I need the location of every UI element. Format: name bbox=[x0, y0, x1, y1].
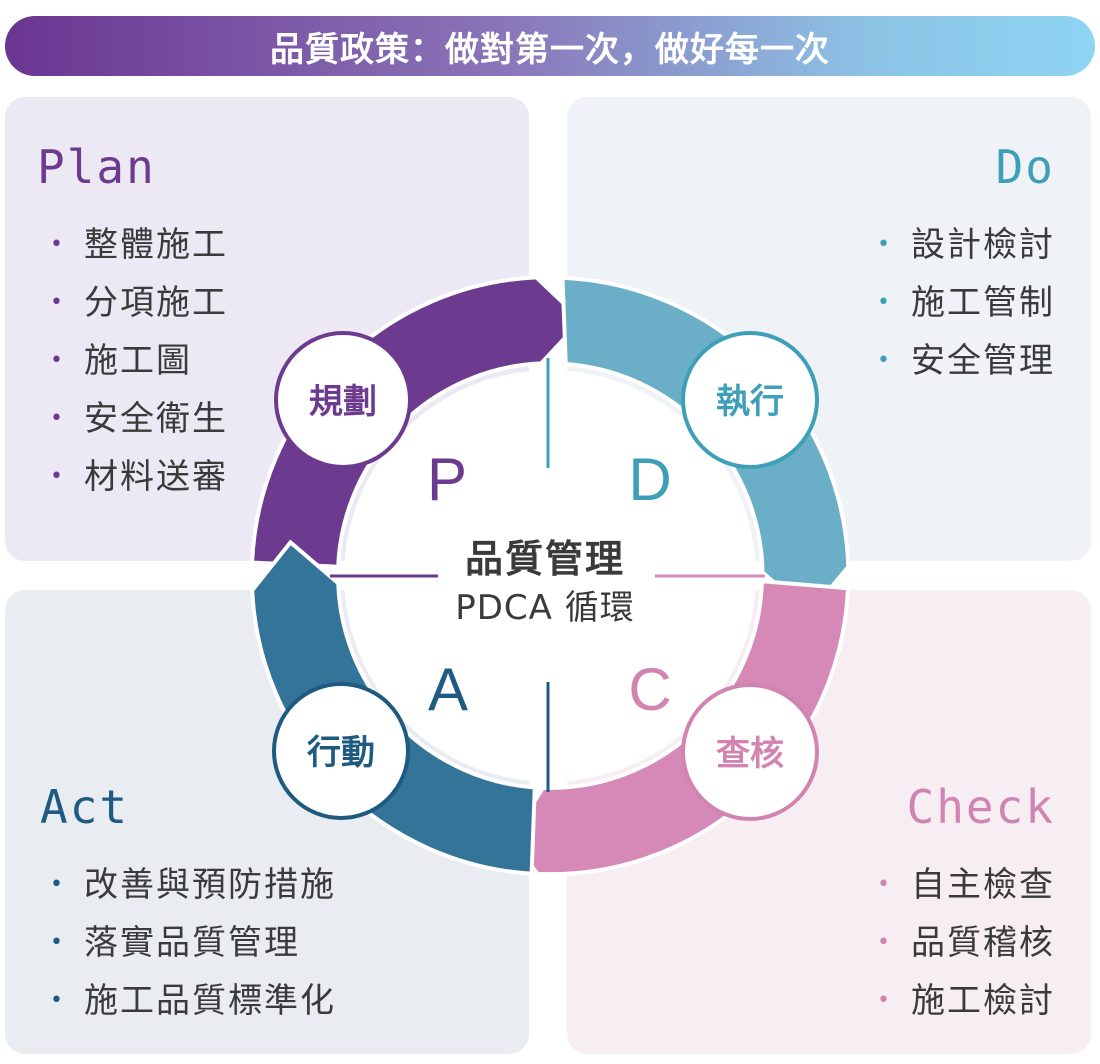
list-item: • 品質稽核 bbox=[877, 914, 1055, 972]
policy-banner: 品質政策：做對第一次，做好每一次 bbox=[5, 16, 1095, 76]
check-stage-circle bbox=[681, 683, 819, 821]
plan-list: • 整體施工 • 分項施工 • 施工圖 • 安全衛生 • 材料送審 bbox=[50, 216, 228, 506]
list-item-label: 自主檢查 bbox=[911, 865, 1055, 905]
list-item: • 施工管制 bbox=[877, 274, 1055, 332]
list-item-label: 品質稽核 bbox=[911, 923, 1055, 963]
list-item: • 落實品質管理 bbox=[50, 914, 336, 972]
list-item: • 改善與預防措施 bbox=[50, 856, 336, 914]
bullet-icon: • bbox=[877, 348, 892, 373]
letter-c: C bbox=[628, 656, 671, 723]
bullet-icon: • bbox=[50, 930, 65, 955]
list-item-label: 施工圖 bbox=[84, 341, 192, 381]
bullet-icon: • bbox=[877, 988, 892, 1013]
act-stage-circle bbox=[272, 682, 410, 820]
list-item-label: 設計檢討 bbox=[911, 225, 1055, 265]
center-circle bbox=[344, 370, 756, 782]
list-item: • 設計檢討 bbox=[877, 216, 1055, 274]
do-list: • 設計檢討 • 施工管制 • 安全管理 bbox=[877, 216, 1055, 390]
bullet-icon: • bbox=[50, 290, 65, 315]
check-stage-label: 查核 bbox=[716, 734, 784, 774]
letter-p: P bbox=[427, 446, 467, 513]
list-item: • 施工檢討 bbox=[877, 972, 1055, 1030]
list-item-label: 安全管理 bbox=[911, 341, 1055, 381]
center-subtitle: PDCA 循環 bbox=[455, 588, 635, 628]
list-item-label: 施工檢討 bbox=[911, 981, 1055, 1021]
list-item-label: 施工品質標準化 bbox=[84, 981, 336, 1021]
list-item-label: 安全衛生 bbox=[84, 399, 228, 439]
bullet-icon: • bbox=[50, 464, 65, 489]
list-item: • 自主檢查 bbox=[877, 856, 1055, 914]
list-item: • 整體施工 bbox=[50, 216, 228, 274]
list-item-label: 施工管制 bbox=[911, 283, 1055, 323]
list-item-label: 材料送審 bbox=[84, 457, 228, 497]
list-item: • 安全管理 bbox=[877, 332, 1055, 390]
bullet-icon: • bbox=[877, 290, 892, 315]
act-heading: Act bbox=[40, 780, 130, 834]
bullet-icon: • bbox=[50, 232, 65, 257]
plan-stage-label: 規劃 bbox=[309, 382, 377, 422]
bullet-icon: • bbox=[50, 872, 65, 897]
bullet-icon: • bbox=[877, 872, 892, 897]
bullet-icon: • bbox=[877, 930, 892, 955]
letter-a: A bbox=[428, 656, 468, 723]
list-item: • 安全衛生 bbox=[50, 390, 228, 448]
act-stage-label: 行動 bbox=[307, 733, 375, 773]
bullet-icon: • bbox=[50, 348, 65, 373]
bullet-icon: • bbox=[877, 232, 892, 257]
plan-heading: Plan bbox=[37, 140, 156, 194]
bullet-icon: • bbox=[50, 988, 65, 1013]
list-item-label: 整體施工 bbox=[84, 225, 228, 265]
list-item: • 材料送審 bbox=[50, 448, 228, 506]
check-list: • 自主檢查 • 品質稽核 • 施工檢討 bbox=[877, 856, 1055, 1030]
do-stage-label: 執行 bbox=[716, 382, 784, 422]
list-item-label: 落實品質管理 bbox=[84, 923, 300, 963]
center-title: 品質管理 bbox=[464, 537, 625, 581]
plan-stage-circle bbox=[274, 331, 412, 469]
letter-d: D bbox=[628, 446, 671, 513]
bullet-icon: • bbox=[50, 406, 65, 431]
act-list: • 改善與預防措施 • 落實品質管理 • 施工品質標準化 bbox=[50, 856, 336, 1030]
list-item: • 施工品質標準化 bbox=[50, 972, 336, 1030]
list-item-label: 分項施工 bbox=[84, 283, 228, 323]
banner-title: 品質政策：做對第一次，做好每一次 bbox=[270, 29, 830, 70]
list-item: • 分項施工 bbox=[50, 274, 228, 332]
do-heading: Do bbox=[995, 140, 1055, 194]
do-arc-arrow bbox=[560, 275, 851, 617]
list-item: • 施工圖 bbox=[50, 332, 228, 390]
check-heading: Check bbox=[906, 780, 1055, 834]
do-stage-circle bbox=[681, 331, 819, 469]
list-item-label: 改善與預防措施 bbox=[84, 865, 336, 905]
act-arc-arrow bbox=[250, 539, 537, 876]
